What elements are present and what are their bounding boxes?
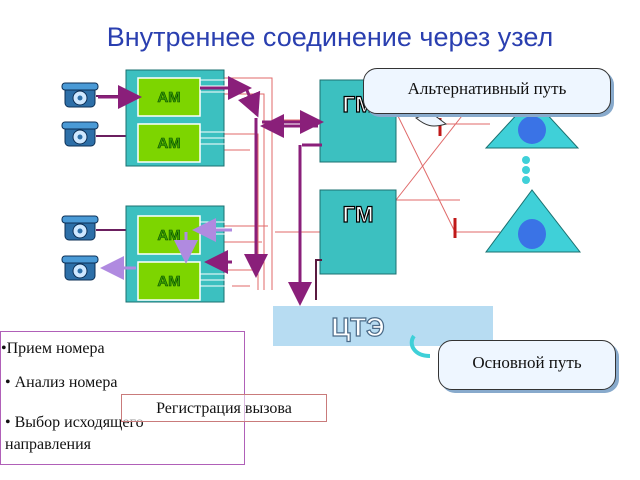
callout-main-path: Основной путь	[438, 340, 616, 390]
list-item-select-direction: Выбор исходящего	[14, 414, 144, 431]
call-registration-box: Регистрация вызова	[121, 394, 327, 422]
group-module-lower: ГМ	[319, 189, 397, 275]
remote-node-upper	[484, 97, 580, 149]
connection-path-arrows	[98, 76, 324, 306]
am-label: АМ	[157, 89, 180, 106]
am-label: АМ	[157, 273, 180, 290]
am-label: АМ	[157, 227, 180, 244]
subscriber-module-upper: АМ АМ	[125, 69, 232, 167]
subscriber-module-lower: АМ АМ	[125, 205, 232, 303]
telephone-icon	[61, 255, 99, 281]
list-item-select-direction-cont: направления	[5, 436, 92, 453]
list-item-analyze-number: Анализ номера	[14, 374, 118, 391]
node-functions-list: •Прием номера • Анализ номера • Выбор ис…	[0, 331, 245, 465]
gm-label: ГМ	[343, 202, 374, 227]
list-item-receive-number: Прием номера	[6, 340, 105, 357]
callout-alternative-path: Альтернативный путь	[363, 68, 611, 114]
telephone-icon	[61, 82, 99, 108]
callout-tail-lower	[409, 334, 431, 358]
callout-alternative-text: Альтернативный путь	[407, 79, 567, 98]
remote-node-lower	[485, 189, 582, 253]
diagram-title: Внутреннее соединение через узел	[106, 22, 554, 52]
cte-label: ЦТЭ	[331, 312, 384, 342]
callout-main-text: Основной путь	[472, 353, 582, 372]
callout-tail-upper	[415, 111, 448, 127]
cte-block: ЦТЭ	[273, 306, 493, 346]
return-path-arrows	[100, 218, 232, 280]
am-label: АМ	[157, 135, 180, 152]
telephone-icon	[61, 121, 99, 147]
node-connector-dots	[522, 156, 530, 184]
telephone-icon	[61, 215, 99, 241]
